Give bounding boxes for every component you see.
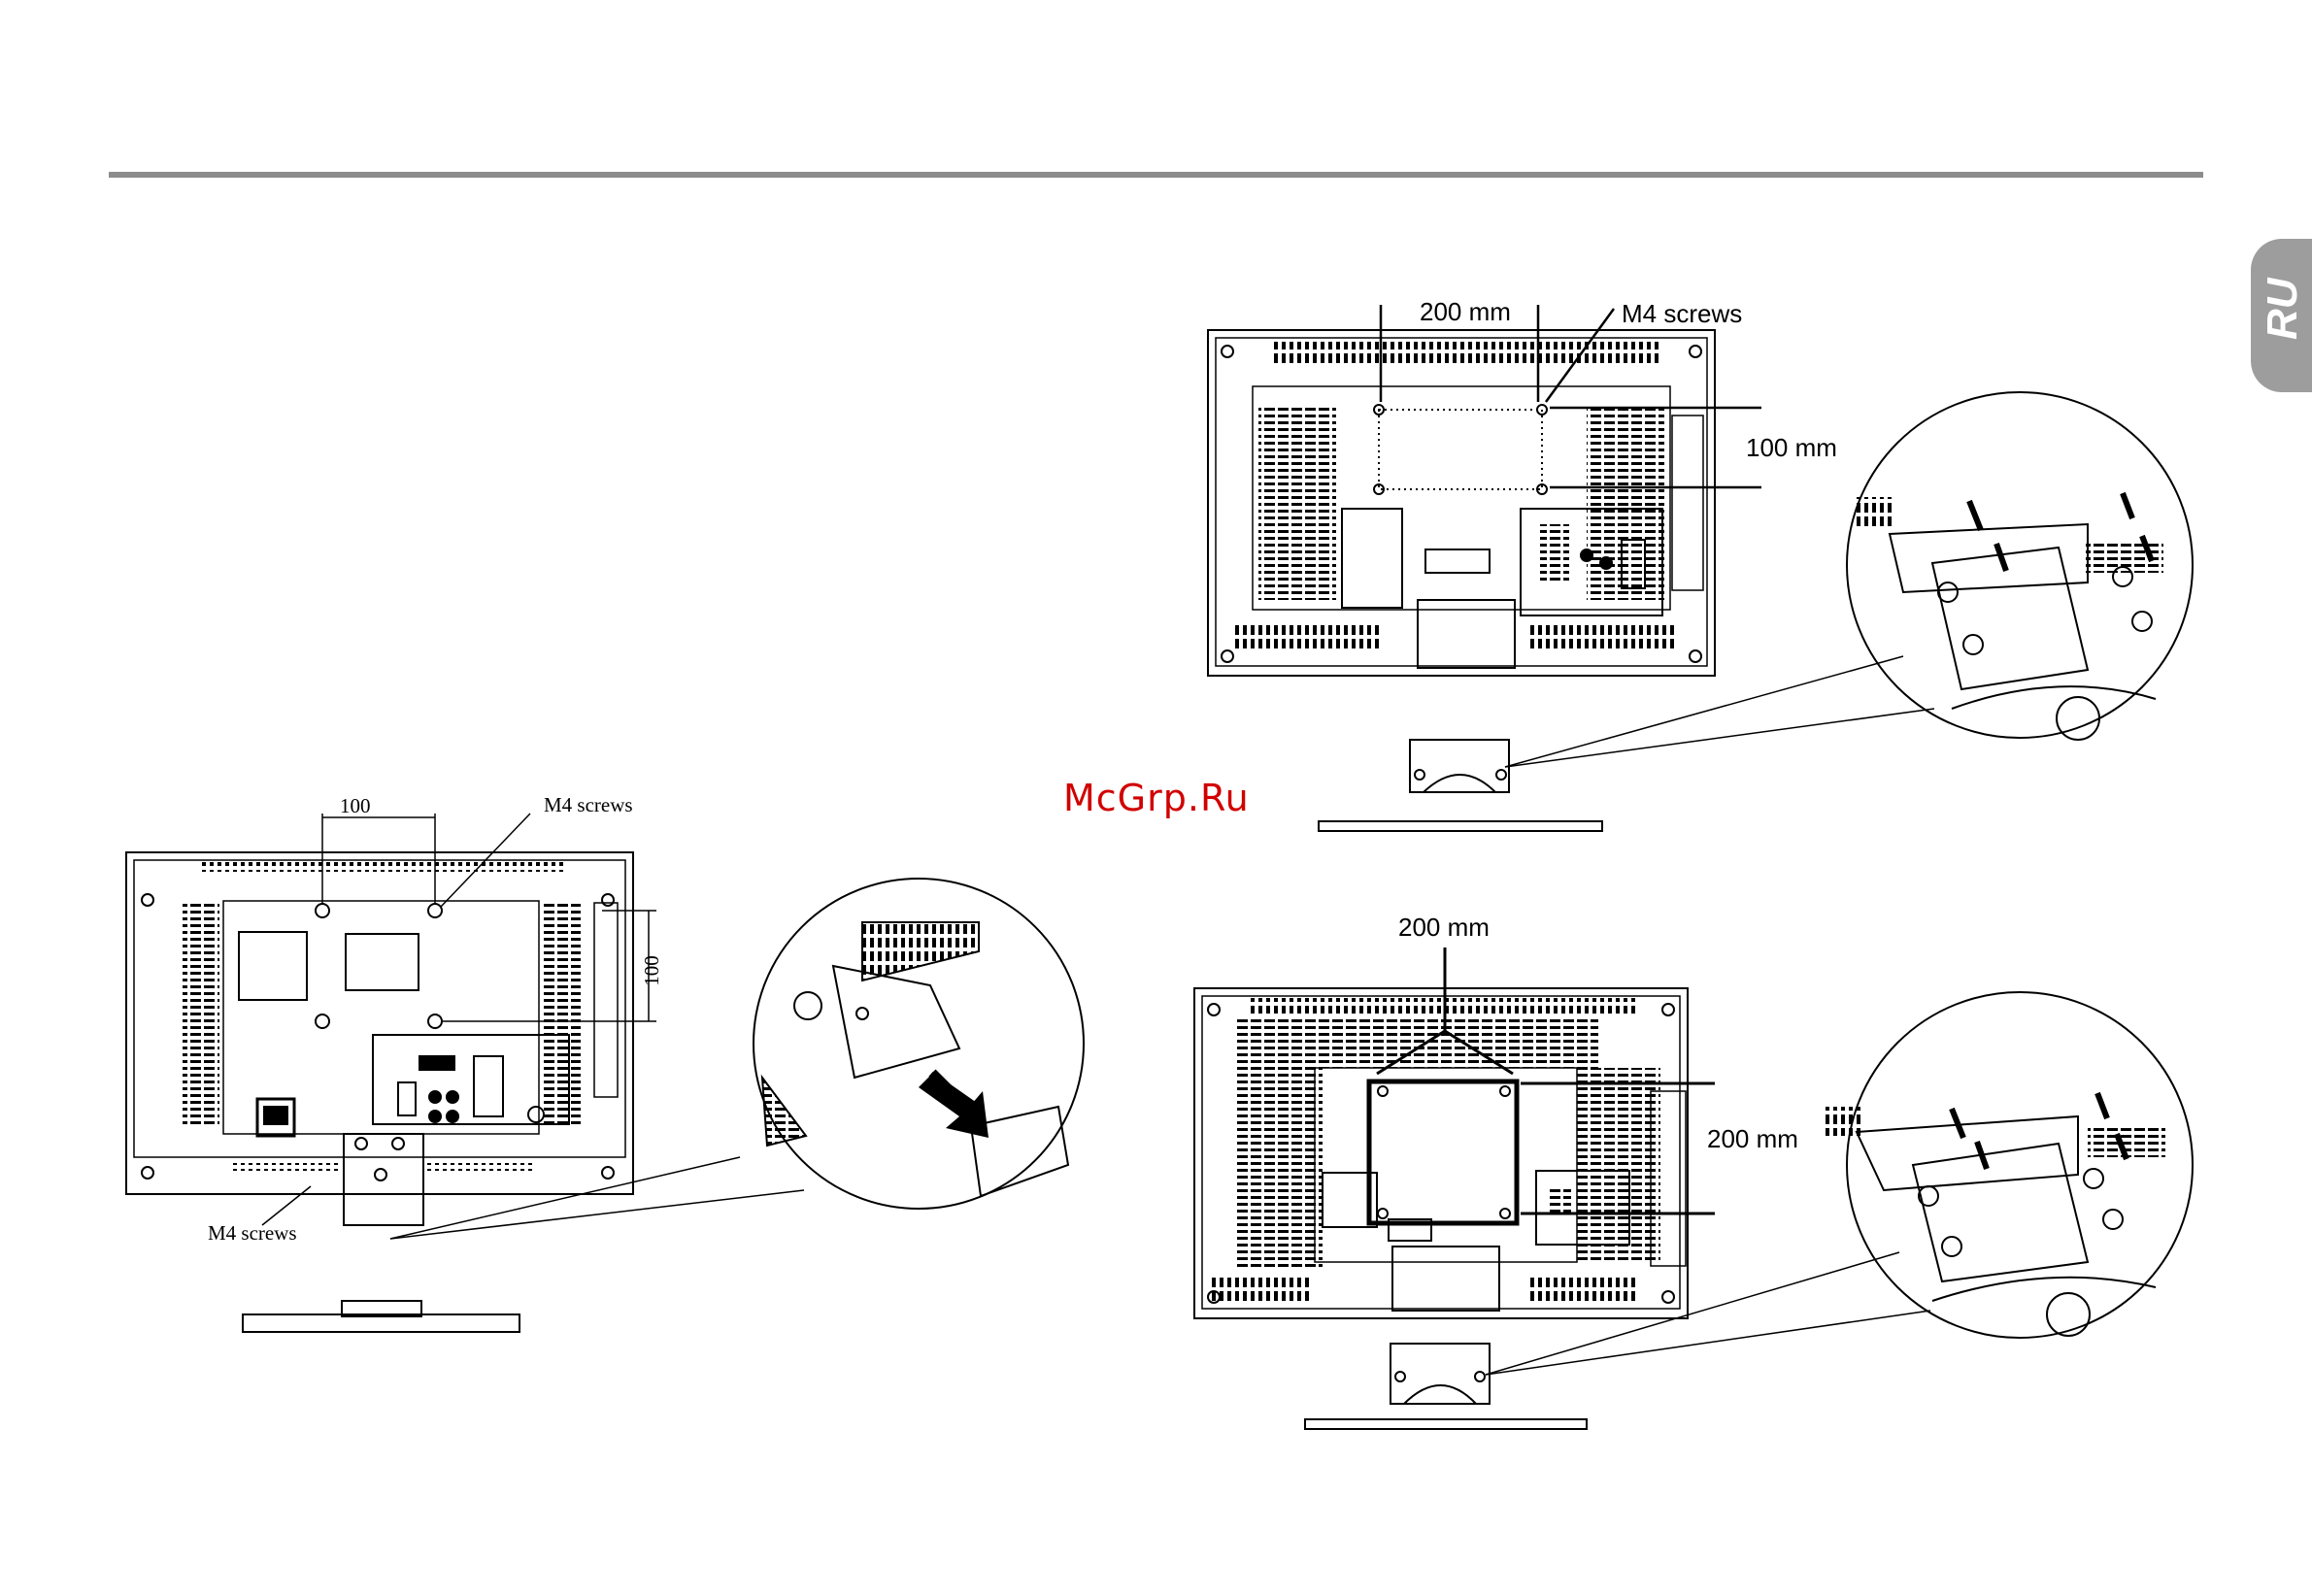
- bottom-dim-vertical: 200 mm: [1707, 1124, 1798, 1153]
- top-dim-vertical: 100 mm: [1746, 433, 1837, 462]
- top-dim-horizontal: 200 mm: [1420, 297, 1511, 326]
- bottom-right-tv-figure: [1194, 948, 2193, 1429]
- small-dim-vertical: 100: [640, 955, 663, 986]
- small-screws-bottom-label: M4 screws: [208, 1221, 297, 1245]
- small-tv-figure: [126, 814, 1084, 1332]
- bottom-zoom-circle: [1847, 992, 2193, 1338]
- bottom-dim-horizontal: 200 mm: [1398, 913, 1490, 942]
- arrow-down-icon: [919, 1076, 988, 1138]
- top-right-tv-figure: [1208, 305, 2193, 831]
- top-screws-label: M4 screws: [1622, 299, 1742, 328]
- small-screws-top-label: M4 screws: [544, 793, 633, 816]
- small-dim-horizontal: 100: [340, 794, 371, 817]
